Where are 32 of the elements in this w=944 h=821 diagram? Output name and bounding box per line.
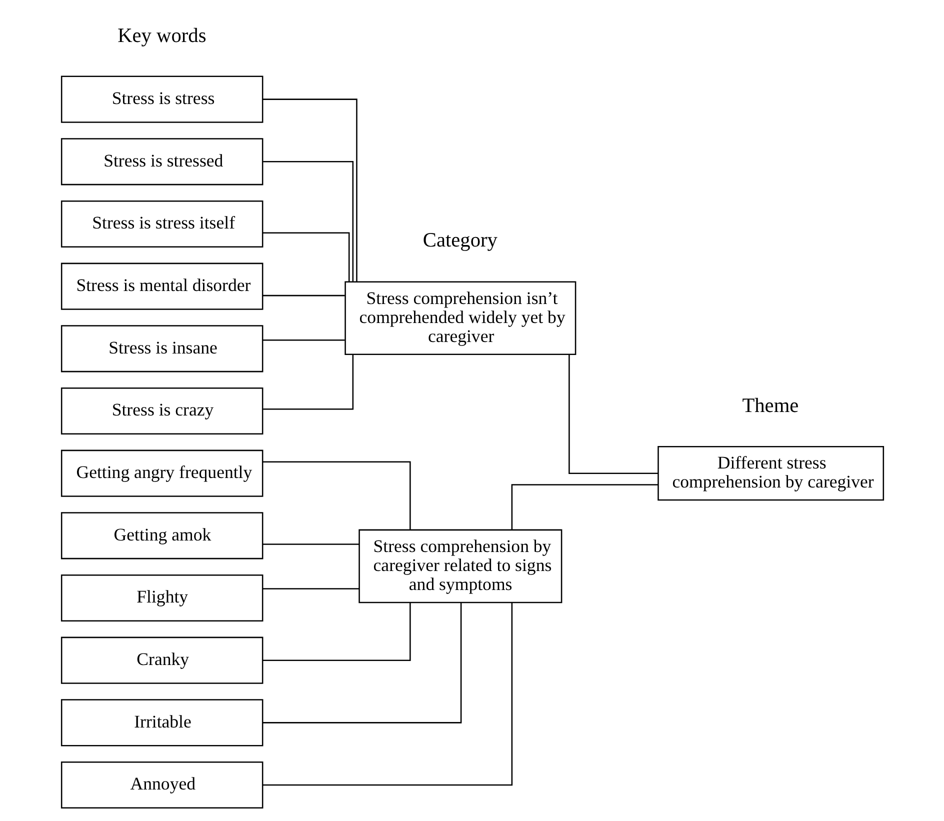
node-box: Stress is stress — [60, 75, 263, 122]
node-box: Stress is mental disorder — [60, 262, 263, 310]
connector — [262, 543, 359, 544]
node-box: Getting angry frequently — [60, 449, 263, 496]
connector — [262, 98, 357, 281]
connector — [262, 160, 354, 282]
node-box: Stress is stress itself — [60, 200, 263, 248]
node-box: Stress is stressed — [60, 138, 263, 185]
node-box: Stress is crazy — [60, 386, 263, 434]
connector — [262, 232, 350, 281]
label: Category — [422, 229, 497, 252]
connector — [262, 602, 410, 660]
node-box: Annoyed — [60, 760, 263, 808]
node-box: Different stress comprehension by caregiver — [657, 445, 884, 500]
connector — [262, 460, 410, 530]
connector — [262, 354, 354, 410]
connector — [262, 602, 512, 786]
node-box: Getting amok — [60, 512, 263, 559]
label: Key words — [117, 24, 206, 46]
node-box: Stress comprehension isn’t comprehended widely yet by caregiver — [344, 280, 576, 355]
node-box: Cranky — [60, 636, 263, 684]
label: Theme — [742, 394, 798, 417]
connector — [568, 354, 658, 474]
node-box: Stress comprehension by caregiver related to signs and symptoms — [358, 528, 562, 603]
connector — [262, 588, 359, 589]
node-box: Flighty — [60, 574, 263, 622]
node-box: Irritable — [60, 698, 263, 746]
connector — [510, 484, 658, 530]
connector — [262, 338, 344, 340]
connector — [262, 294, 344, 296]
connector — [262, 602, 462, 723]
node-box: Stress is insane — [60, 324, 263, 372]
